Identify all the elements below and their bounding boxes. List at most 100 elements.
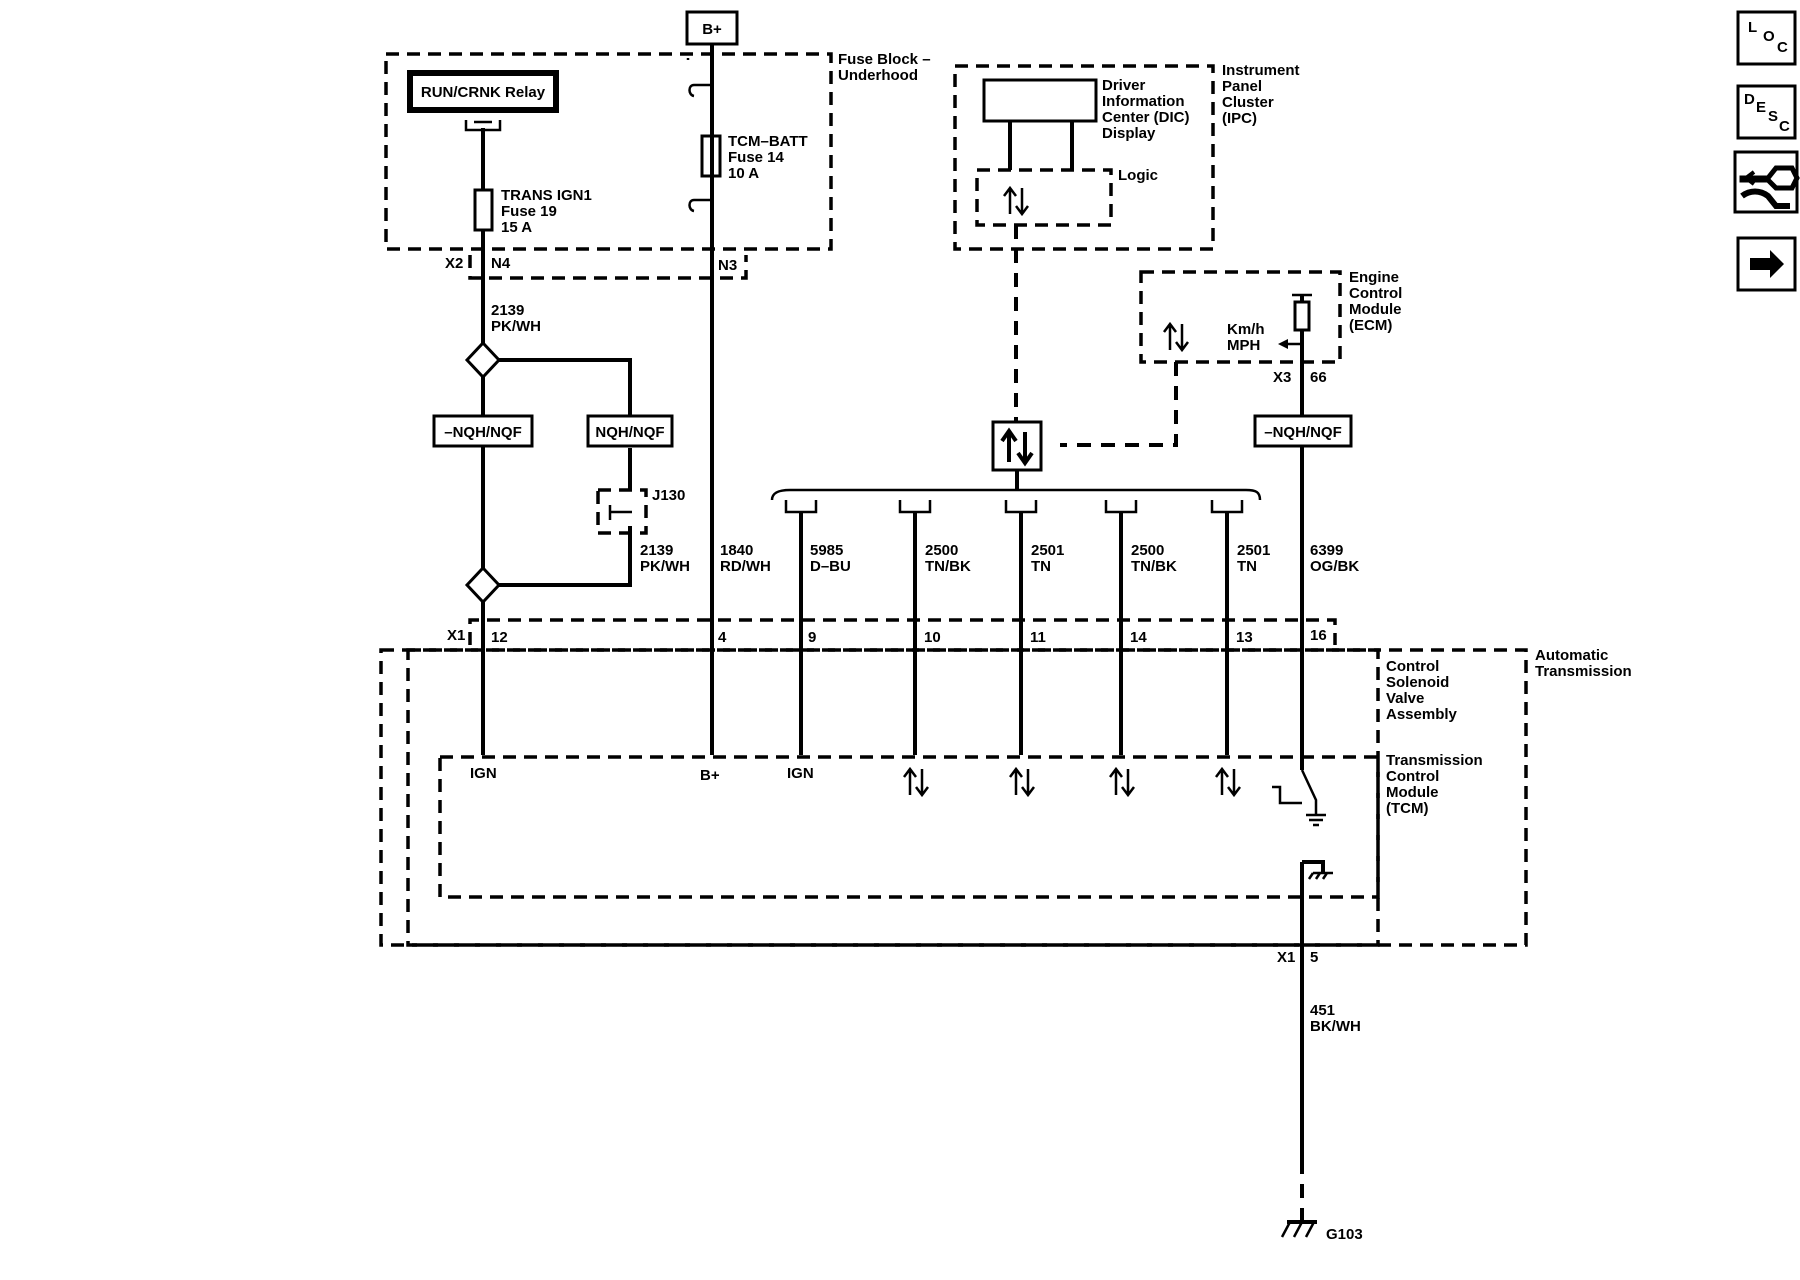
tcm-title-4: (TCM) bbox=[1386, 800, 1428, 817]
engine-control-module: Engine Control Module (ECM) Km/h MPH X3 … bbox=[1139, 269, 1402, 386]
auto-trans-title-1: Automatic bbox=[1535, 647, 1608, 664]
j130-jumper: J130 bbox=[596, 487, 685, 535]
ground-pin-5: 5 bbox=[1310, 949, 1318, 966]
svg-text:–NQH/NQF: –NQH/NQF bbox=[444, 424, 522, 441]
wire-2139-top-num: 2139 bbox=[491, 302, 524, 319]
tcm-ign-right: IGN bbox=[787, 765, 814, 782]
connector-icon[interactable] bbox=[1733, 150, 1800, 214]
j130-label: J130 bbox=[652, 487, 685, 504]
ecm-title-2: Control bbox=[1349, 285, 1402, 302]
wire-6399-color: OG/BK bbox=[1310, 558, 1359, 575]
ecm-speed-mph: MPH bbox=[1227, 337, 1260, 354]
wire-2139-top-color: PK/WH bbox=[491, 318, 541, 335]
ecm-connector-x3: X3 bbox=[1273, 369, 1291, 386]
csva-title-4: Assembly bbox=[1386, 706, 1458, 723]
tcm-title-3: Module bbox=[1386, 784, 1439, 801]
connector-x1: X1 12 4 9 10 11 14 13 16 bbox=[447, 618, 1337, 646]
dic-label-3: Center (DIC) bbox=[1102, 109, 1190, 126]
x1-pin-16: 16 bbox=[1310, 627, 1327, 644]
dic-label-2: Information bbox=[1102, 93, 1185, 110]
ecm-title-3: Module bbox=[1349, 301, 1402, 318]
x1-pin-14: 14 bbox=[1130, 629, 1147, 646]
wire-2500a-num: 2500 bbox=[925, 542, 958, 559]
svg-text:–NQH/NQF: –NQH/NQF bbox=[1264, 424, 1342, 441]
tcm-bplus: B+ bbox=[700, 767, 720, 784]
svg-text:C: C bbox=[1777, 39, 1788, 56]
wire-2139-bot-num: 2139 bbox=[640, 542, 673, 559]
fuse-block-underhood: Fuse Block – Underhood RUN/CRNK Relay TR… bbox=[384, 51, 931, 251]
wire-5985-color: D–BU bbox=[810, 558, 851, 575]
x2-pin-n4: N4 bbox=[491, 255, 511, 272]
option-not-nqh: –NQH/NQF bbox=[432, 414, 534, 448]
tcm-title-2: Control bbox=[1386, 768, 1439, 785]
fuse-ign-number: Fuse 19 bbox=[501, 203, 557, 220]
ipc-logic-label: Logic bbox=[1118, 167, 1158, 184]
relay-label: RUN/CRNK Relay bbox=[421, 84, 546, 101]
loc-button[interactable]: L O C bbox=[1736, 10, 1797, 66]
wire-1840-color: RD/WH bbox=[720, 558, 771, 575]
wire-2501a-num: 2501 bbox=[1031, 542, 1064, 559]
wire-6399-num: 6399 bbox=[1310, 542, 1343, 559]
ecm-data-link bbox=[1060, 362, 1178, 447]
svg-text:C: C bbox=[1779, 118, 1790, 135]
ecm-speed-kmh: Km/h bbox=[1227, 321, 1265, 338]
serial-data-bus-icon bbox=[991, 420, 1043, 472]
svg-text:E: E bbox=[1756, 99, 1766, 116]
wire-1840-num: 1840 bbox=[720, 542, 753, 559]
tcm-title-1: Transmission bbox=[1386, 752, 1483, 769]
desc-button[interactable]: D E S C bbox=[1736, 84, 1797, 140]
fuse-ign-rating: 15 A bbox=[501, 219, 532, 236]
x1-pin-4: 4 bbox=[718, 629, 727, 646]
dic-label-4: Display bbox=[1102, 125, 1156, 142]
fuse-block-title-2: Underhood bbox=[838, 67, 918, 84]
bplus-source: B+ bbox=[685, 10, 739, 46]
ipc-comm-arrows-icon bbox=[1003, 185, 1029, 217]
ipc-title-1: Instrument bbox=[1222, 62, 1300, 79]
arrow-right-icon bbox=[1750, 250, 1784, 278]
fuse-ign-name: TRANS IGN1 bbox=[501, 187, 592, 204]
wire-2500a-color: TN/BK bbox=[925, 558, 971, 575]
ipc-title-2: Panel bbox=[1222, 78, 1262, 95]
x1-pin-9: 9 bbox=[808, 629, 816, 646]
svg-text:NQH/NQF: NQH/NQF bbox=[595, 424, 664, 441]
splice-bottom bbox=[464, 565, 502, 605]
instrument-panel-cluster: Instrument Panel Cluster (IPC) Driver In… bbox=[953, 62, 1300, 251]
option-nqh: NQH/NQF bbox=[586, 414, 674, 448]
ipc-title-4: (IPC) bbox=[1222, 110, 1257, 127]
svg-text:O: O bbox=[1763, 28, 1775, 45]
wire-2501b-color: TN bbox=[1237, 558, 1257, 575]
x1-pin-13: 13 bbox=[1236, 629, 1253, 646]
fuse-batt-name: TCM–BATT bbox=[728, 133, 808, 150]
fuse-block-title-1: Fuse Block – bbox=[838, 51, 931, 68]
automatic-transmission: Automatic Transmission Control Solenoid … bbox=[379, 647, 1632, 947]
fuse-batt-rating: 10 A bbox=[728, 165, 759, 182]
csva-title-3: Valve bbox=[1386, 690, 1424, 707]
x2-pin-n3: N3 bbox=[718, 257, 737, 274]
svg-text:L: L bbox=[1748, 19, 1757, 36]
case-ground-icon bbox=[1302, 860, 1333, 880]
wire-2500b-color: TN/BK bbox=[1131, 558, 1177, 575]
connector-x2: X2 N4 N3 bbox=[445, 255, 748, 280]
ecm-title-4: (ECM) bbox=[1349, 317, 1392, 334]
wire-2500b-num: 2500 bbox=[1131, 542, 1164, 559]
csva-title-2: Solenoid bbox=[1386, 674, 1449, 691]
next-button[interactable] bbox=[1736, 236, 1797, 292]
x2-label: X2 bbox=[445, 255, 463, 272]
x1-pin-12: 12 bbox=[491, 629, 508, 646]
splice-top bbox=[464, 340, 502, 380]
trans-ign1-fuse bbox=[473, 188, 494, 232]
ecm-pin-66: 66 bbox=[1310, 369, 1327, 386]
x1-pin-11: 11 bbox=[1030, 629, 1046, 646]
ecm-title-1: Engine bbox=[1349, 269, 1399, 286]
ecm-comm-arrows-icon bbox=[1163, 321, 1189, 353]
ecm-pullup-resistor bbox=[1293, 300, 1311, 332]
run-crnk-relay bbox=[407, 70, 559, 113]
dic-label-1: Driver bbox=[1102, 77, 1146, 94]
fuse-batt-number: Fuse 14 bbox=[728, 149, 785, 166]
g103-ground-icon: G103 bbox=[1280, 1220, 1363, 1243]
x1-pin-10: 10 bbox=[924, 629, 941, 646]
svg-text:S: S bbox=[1768, 108, 1778, 125]
csva-title-1: Control bbox=[1386, 658, 1439, 675]
dic-display bbox=[982, 78, 1098, 123]
